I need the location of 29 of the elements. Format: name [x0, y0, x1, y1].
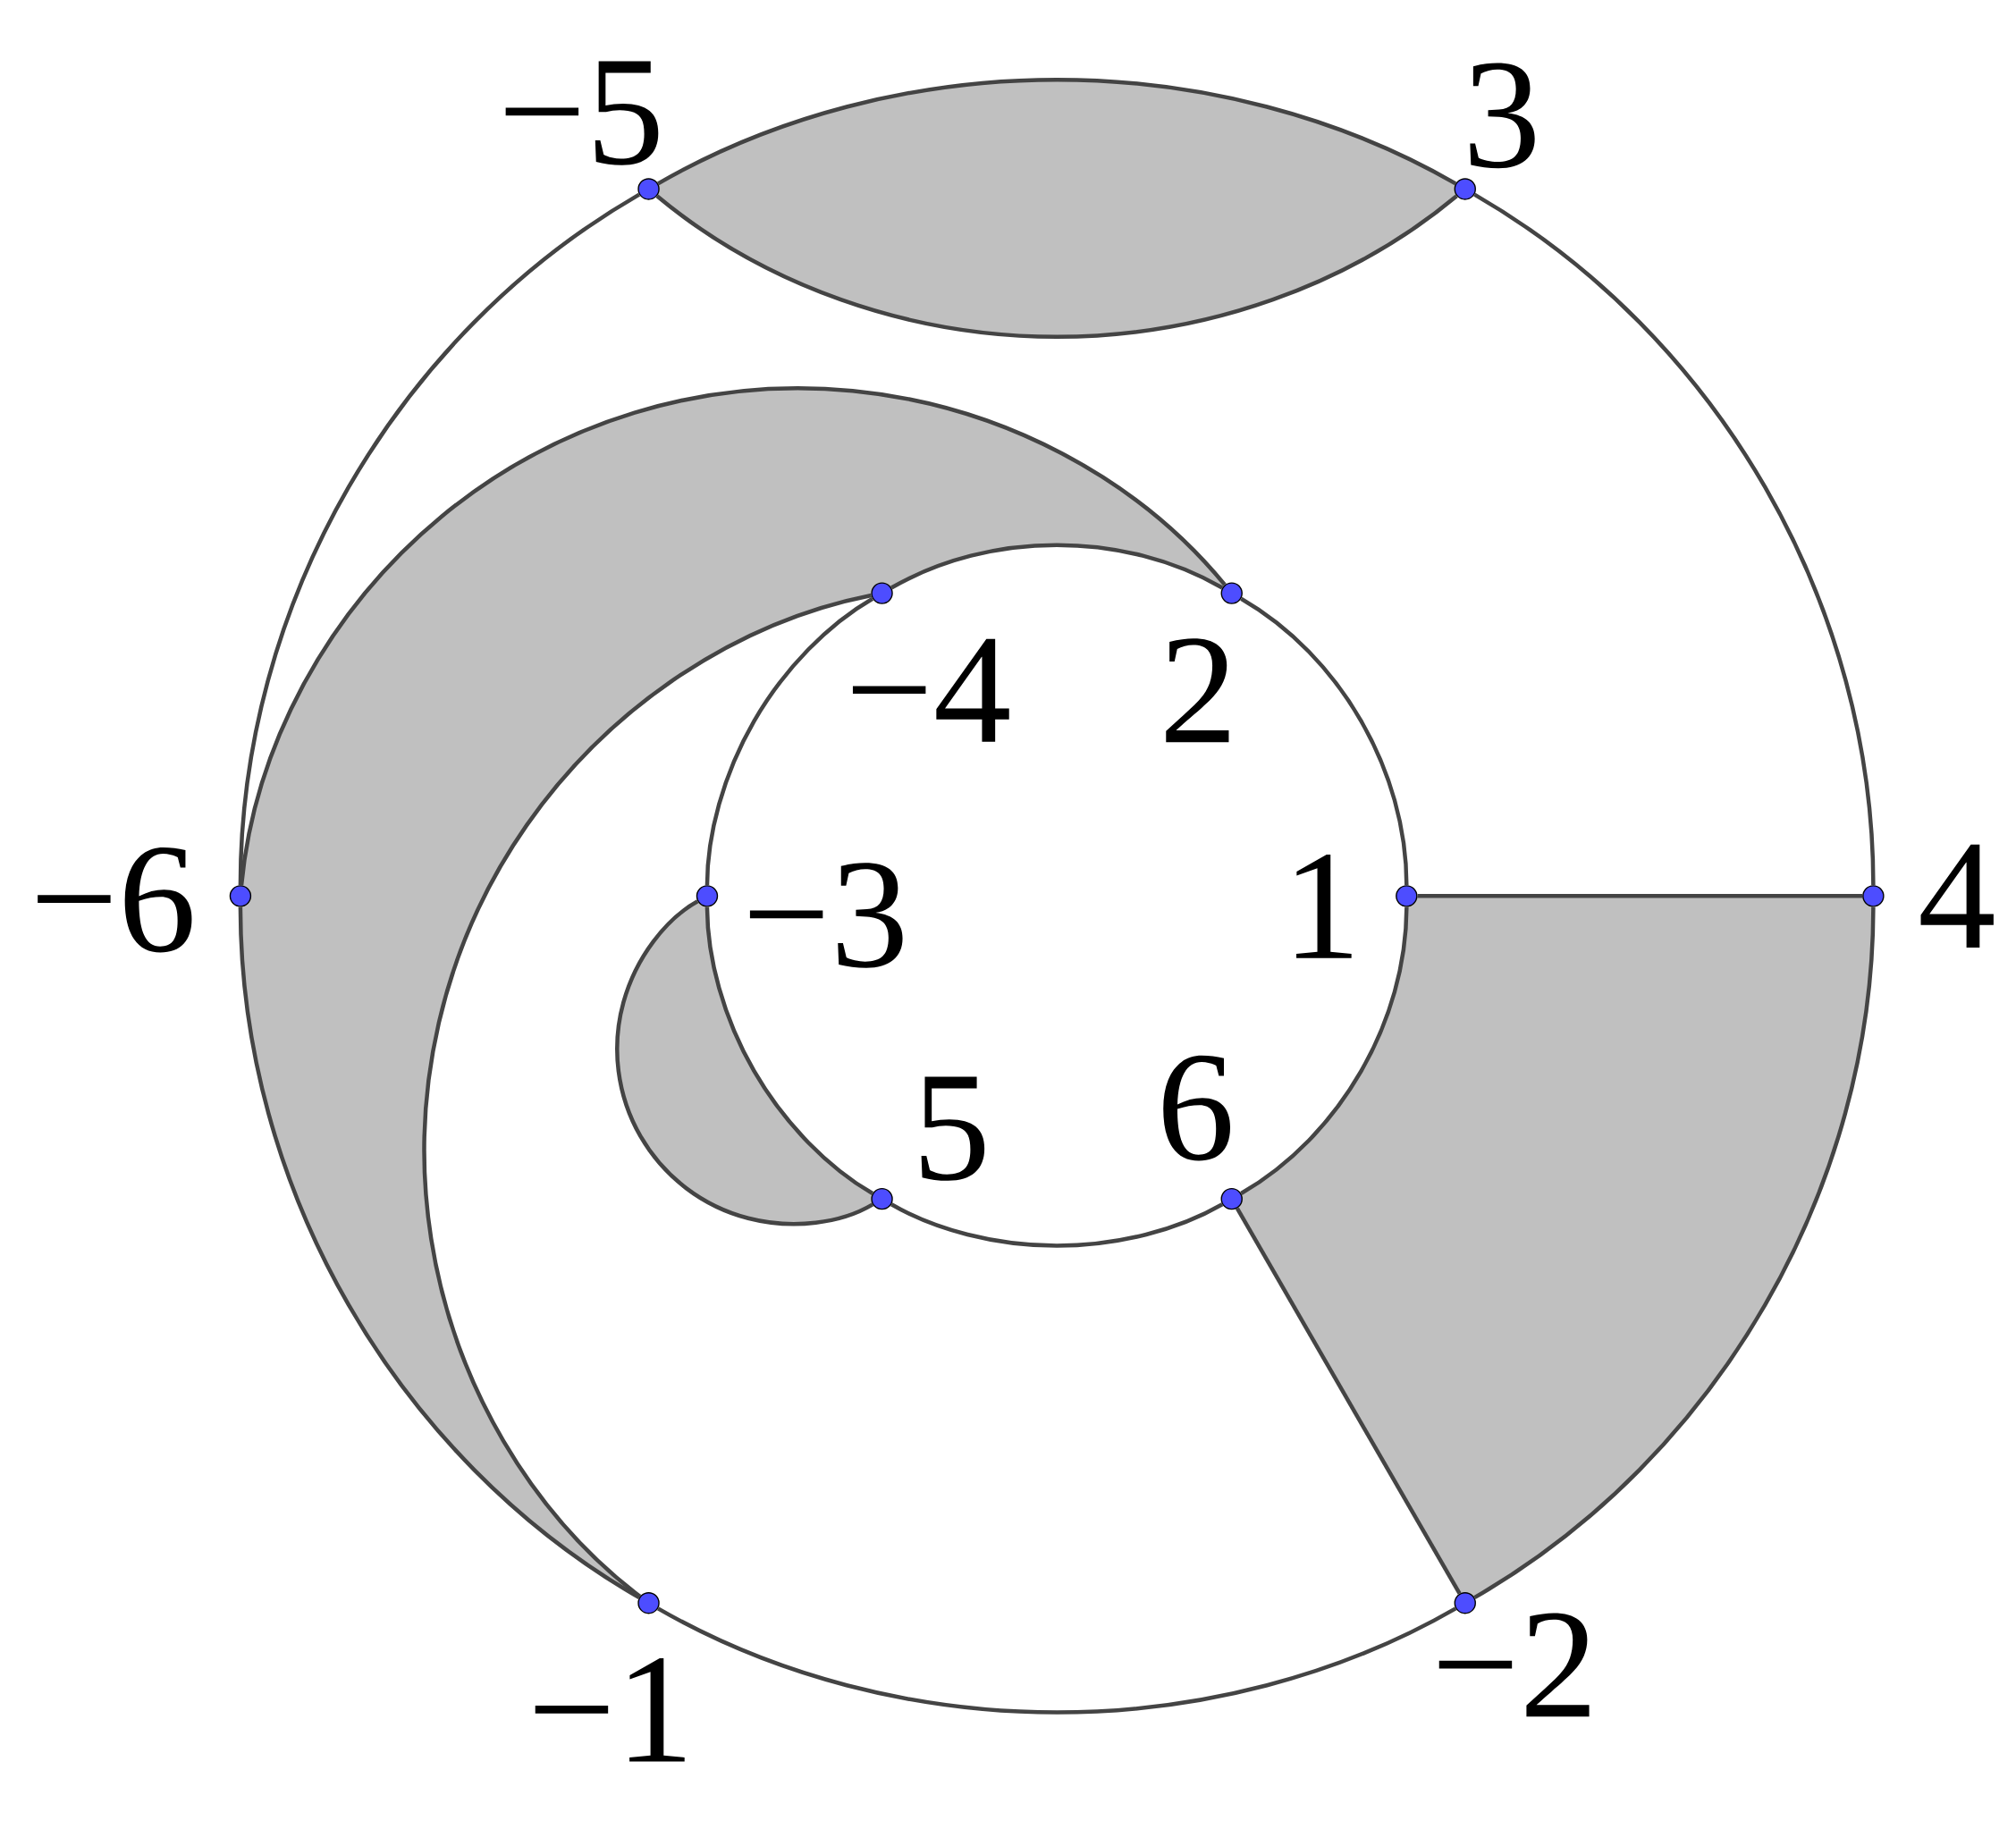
point-label: −3: [749, 862, 903, 968]
point-label: −6: [38, 847, 192, 953]
point-label: −2: [1438, 1613, 1590, 1717]
arc: [1240, 596, 1409, 886]
arc: [657, 77, 1457, 186]
arc: [238, 192, 641, 886]
arc: [890, 1202, 1224, 1248]
arc: [890, 543, 1224, 590]
point-label: 3: [1470, 63, 1535, 168]
arc: [1240, 906, 1409, 1195]
arc: [422, 593, 873, 1598]
arc: [655, 194, 1458, 339]
point-label: −5: [505, 61, 659, 165]
arc: [704, 596, 874, 885]
arc: [1473, 192, 1876, 886]
point-label: 1: [1296, 854, 1352, 958]
arc: [238, 906, 641, 1599]
arc: [1473, 906, 1876, 1599]
arc: [657, 1606, 1457, 1715]
arc: [704, 906, 874, 1195]
point-label: 4: [1920, 844, 1994, 948]
arc: [1417, 893, 1863, 898]
point-label: −4: [852, 638, 1009, 742]
point-label: 5: [921, 1076, 985, 1181]
point-label: 2: [1166, 638, 1229, 742]
arc: [1235, 1207, 1462, 1595]
point-label: 6: [1163, 1055, 1230, 1161]
arc: [615, 899, 874, 1226]
point-label: −1: [535, 1657, 685, 1762]
